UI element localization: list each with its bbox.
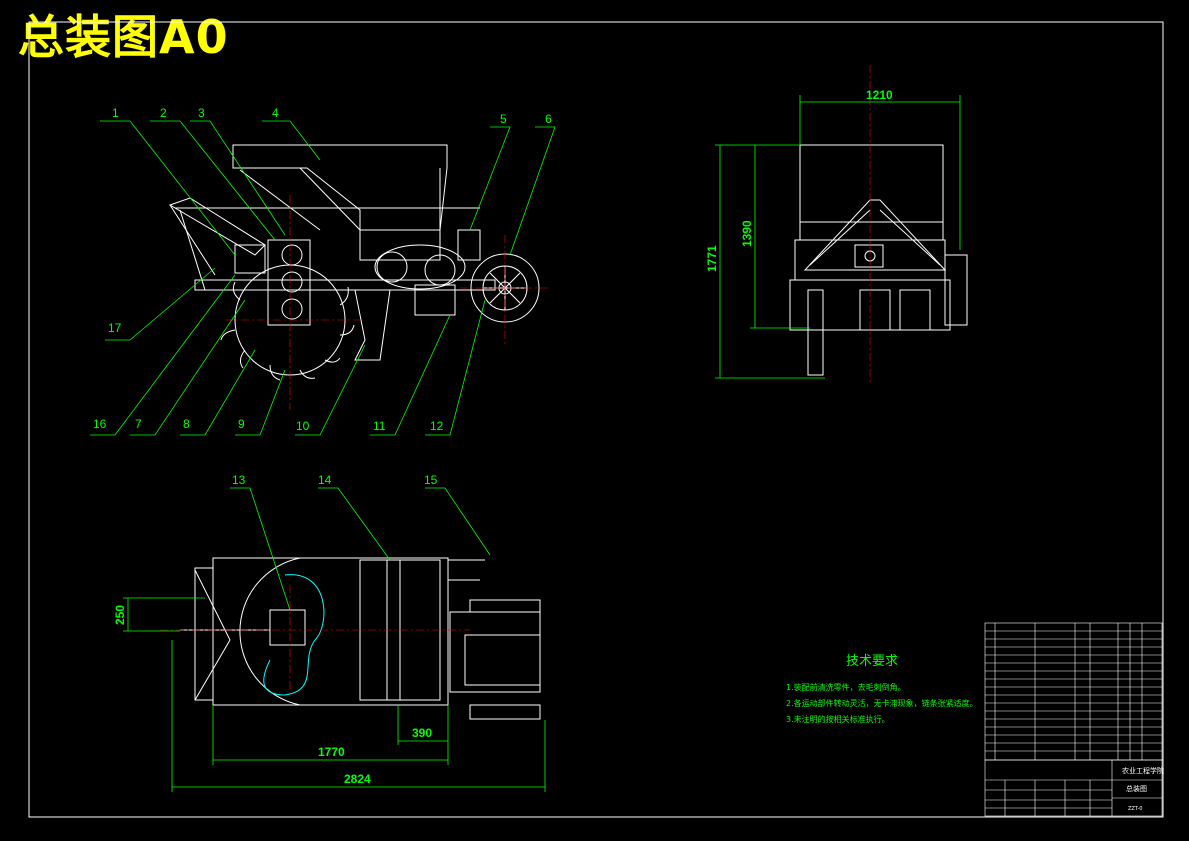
dim-plan-offset: 250 bbox=[113, 605, 127, 625]
part-label-5: 5 bbox=[500, 112, 507, 126]
part-label-13: 13 bbox=[232, 473, 246, 487]
part-label-2: 2 bbox=[160, 106, 167, 120]
side-view bbox=[168, 144, 540, 381]
parts-list bbox=[984, 622, 1163, 761]
part-label-14: 14 bbox=[318, 473, 332, 487]
dim-front-height-total: 1771 bbox=[705, 245, 719, 272]
part-label-4: 4 bbox=[272, 106, 279, 120]
tech-requirements-title: 技术要求 bbox=[846, 654, 898, 669]
part-label-8: 8 bbox=[183, 417, 190, 431]
dim-plan-1770: 1770 bbox=[318, 745, 345, 759]
part-label-1: 1 bbox=[112, 106, 119, 120]
part-label-15: 15 bbox=[424, 473, 438, 487]
side-part-numbers: 1 2 3 4 5 6 7 8 9 10 11 12 16 17 bbox=[93, 106, 552, 433]
dim-plan-2824: 2824 bbox=[344, 772, 371, 786]
part-label-3: 3 bbox=[198, 106, 205, 120]
dim-plan-390: 390 bbox=[412, 726, 432, 740]
part-label-12: 12 bbox=[430, 419, 444, 433]
front-view bbox=[789, 144, 968, 376]
plan-dimensions bbox=[123, 597, 546, 792]
plan-centerline bbox=[160, 585, 470, 690]
plan-leaders bbox=[230, 487, 491, 611]
plan-section-outline bbox=[263, 574, 325, 696]
part-label-7: 7 bbox=[135, 417, 142, 431]
side-centerlines bbox=[225, 195, 550, 410]
tech-requirement-1: 1.装配前清洗零件，去毛刺倒角。 bbox=[786, 682, 906, 692]
tech-requirement-3: 3.未注明的按相关标准执行。 bbox=[786, 714, 890, 724]
part-label-6: 6 bbox=[545, 112, 552, 126]
title-block-code: ZZT-0 bbox=[1128, 806, 1142, 812]
title-block-org: 农业工程学院 bbox=[1122, 766, 1164, 775]
part-label-9: 9 bbox=[238, 417, 245, 431]
part-label-17: 17 bbox=[108, 321, 122, 335]
plan-view bbox=[180, 557, 541, 720]
part-label-10: 10 bbox=[296, 419, 310, 433]
dim-front-width: 1210 bbox=[866, 88, 893, 102]
dim-front-height-inner: 1390 bbox=[740, 220, 754, 247]
drawing-frame bbox=[28, 21, 1164, 818]
tech-requirement-2: 2.各运动部件转动灵活，无卡滞现象，链条张紧适度。 bbox=[786, 698, 978, 708]
title-block bbox=[984, 759, 1163, 817]
title-block-name: 总装图 bbox=[1126, 784, 1147, 793]
part-label-11: 11 bbox=[373, 419, 386, 433]
front-dimensions bbox=[715, 95, 961, 379]
side-leaders bbox=[90, 120, 556, 436]
part-label-16: 16 bbox=[93, 417, 107, 431]
